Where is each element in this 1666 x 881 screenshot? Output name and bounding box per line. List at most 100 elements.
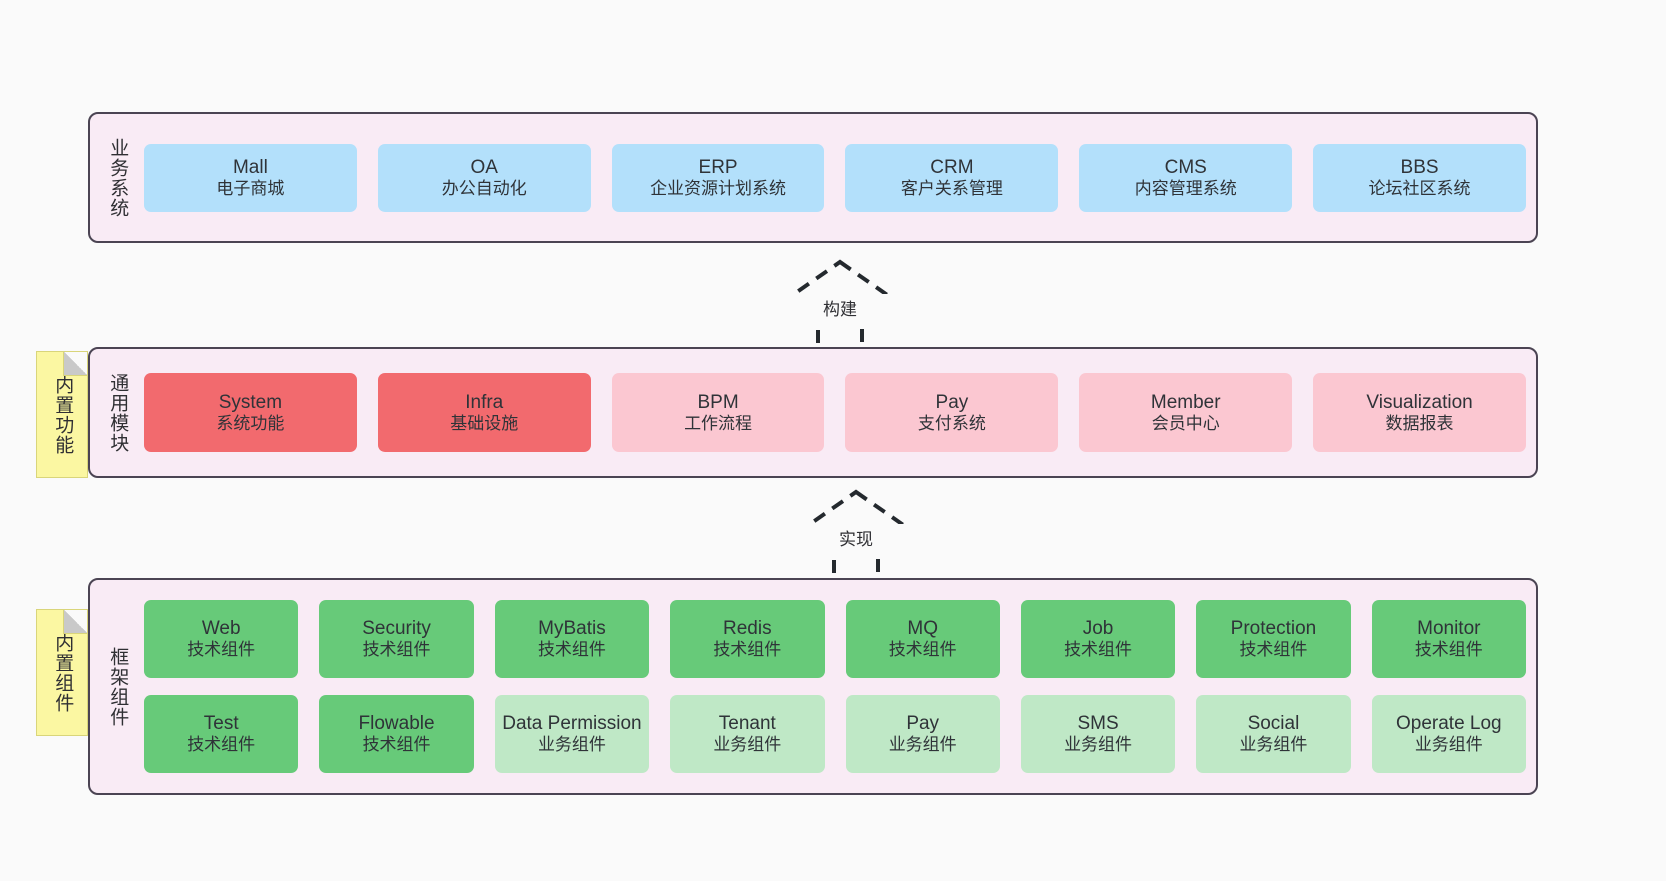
node-test[interactable]: Test 技术组件 bbox=[144, 695, 299, 773]
node-mall[interactable]: Mall 电子商城 bbox=[144, 143, 357, 212]
node-mq[interactable]: MQ 技术组件 bbox=[845, 600, 1000, 678]
node-subtitle: 技术组件 bbox=[187, 640, 256, 660]
node-crm[interactable]: CRM 客户关系管理 bbox=[845, 143, 1059, 212]
node-pay-component[interactable]: Pay 业务组件 bbox=[845, 695, 1000, 773]
node-name: System bbox=[218, 391, 283, 413]
node-subtitle: 会员中心 bbox=[1151, 413, 1220, 433]
note-builtin-function: 内置功能 bbox=[36, 351, 88, 478]
node-infra[interactable]: Infra 基础设施 bbox=[377, 373, 591, 452]
node-visualization[interactable]: Visualization 数据报表 bbox=[1313, 373, 1526, 452]
node-operate-log[interactable]: Operate Log 业务组件 bbox=[1371, 695, 1526, 773]
layer-title-common-modules: 通用模块 bbox=[107, 372, 129, 453]
node-protection[interactable]: Protection 技术组件 bbox=[1196, 600, 1351, 678]
node-row: Web 技术组件 Security 技术组件 MyBatis 技术组件 Redi… bbox=[144, 600, 1526, 678]
node-name: Member bbox=[1150, 391, 1221, 413]
connector-label: 构建 bbox=[760, 294, 920, 321]
node-subtitle: 技术组件 bbox=[362, 735, 431, 755]
node-name: SMS bbox=[1077, 713, 1119, 735]
node-security[interactable]: Security 技术组件 bbox=[319, 600, 474, 678]
node-subtitle: 技术组件 bbox=[1414, 640, 1483, 660]
node-pay-module[interactable]: Pay 支付系统 bbox=[845, 373, 1059, 452]
node-bpm[interactable]: BPM 工作流程 bbox=[611, 373, 825, 452]
node-subtitle: 技术组件 bbox=[713, 640, 782, 660]
node-name: MQ bbox=[907, 618, 938, 640]
node-subtitle: 论坛社区系统 bbox=[1368, 178, 1471, 198]
node-row: Test 技术组件 Flowable 技术组件 Data Permission … bbox=[144, 695, 1526, 773]
node-cms[interactable]: CMS 内容管理系统 bbox=[1079, 143, 1293, 212]
node-row: System 系统功能 Infra 基础设施 BPM 工作流程 Pay 支付系统… bbox=[144, 373, 1526, 452]
connector-build: 构建 bbox=[760, 258, 920, 363]
layer-business-systems: 业务系统 Mall 电子商城 OA 办公自动化 ERP 企业资源计划系统 CRM… bbox=[88, 112, 1538, 243]
node-monitor[interactable]: Monitor 技术组件 bbox=[1371, 600, 1526, 678]
node-subtitle: 业务组件 bbox=[713, 735, 782, 755]
node-job[interactable]: Job 技术组件 bbox=[1020, 600, 1176, 678]
node-name: MyBatis bbox=[538, 618, 606, 640]
node-subtitle: 业务组件 bbox=[1414, 735, 1483, 755]
node-name: Mall bbox=[232, 156, 268, 178]
note-label: 内置组件 bbox=[52, 632, 74, 713]
node-name: Tenant bbox=[718, 713, 776, 735]
note-builtin-component: 内置组件 bbox=[36, 609, 88, 736]
node-subtitle: 技术组件 bbox=[537, 640, 606, 660]
node-name: CMS bbox=[1164, 156, 1207, 178]
node-subtitle: 内容管理系统 bbox=[1134, 178, 1237, 198]
node-subtitle: 技术组件 bbox=[187, 735, 256, 755]
node-subtitle: 技术组件 bbox=[362, 640, 431, 660]
node-mybatis[interactable]: MyBatis 技术组件 bbox=[494, 600, 650, 678]
node-name: Monitor bbox=[1417, 618, 1481, 640]
connector-implement: 实现 bbox=[776, 488, 936, 593]
node-name: Infra bbox=[465, 391, 504, 413]
node-bbs[interactable]: BBS 论坛社区系统 bbox=[1313, 143, 1526, 212]
node-name: BBS bbox=[1400, 156, 1439, 178]
node-subtitle: 业务组件 bbox=[1239, 735, 1308, 755]
layer-body-framework-components: Web 技术组件 Security 技术组件 MyBatis 技术组件 Redi… bbox=[144, 580, 1536, 793]
node-subtitle: 业务组件 bbox=[1064, 735, 1133, 755]
connector-label: 实现 bbox=[776, 524, 936, 551]
node-subtitle: 技术组件 bbox=[1239, 640, 1308, 660]
node-name: Data Permission bbox=[502, 713, 642, 735]
node-name: Redis bbox=[723, 618, 772, 640]
node-subtitle: 客户关系管理 bbox=[900, 178, 1003, 198]
node-name: Social bbox=[1247, 713, 1300, 735]
node-name: Security bbox=[362, 618, 431, 640]
node-name: Web bbox=[201, 618, 241, 640]
node-erp[interactable]: ERP 企业资源计划系统 bbox=[611, 143, 825, 212]
layer-framework-components: 框架组件 Web 技术组件 Security 技术组件 MyBatis 技术组件… bbox=[88, 578, 1538, 795]
node-name: BPM bbox=[697, 391, 739, 413]
node-subtitle: 业务组件 bbox=[888, 735, 957, 755]
node-name: Pay bbox=[906, 713, 940, 735]
node-name: Flowable bbox=[358, 713, 435, 735]
node-redis[interactable]: Redis 技术组件 bbox=[670, 600, 825, 678]
node-row: Mall 电子商城 OA 办公自动化 ERP 企业资源计划系统 CRM 客户关系… bbox=[144, 143, 1526, 212]
node-subtitle: 业务组件 bbox=[537, 735, 606, 755]
node-sms[interactable]: SMS 业务组件 bbox=[1020, 695, 1176, 773]
layer-common-modules: 通用模块 System 系统功能 Infra 基础设施 BPM 工作流程 Pay… bbox=[88, 347, 1538, 478]
node-data-permission[interactable]: Data Permission 业务组件 bbox=[494, 695, 650, 773]
node-subtitle: 数据报表 bbox=[1385, 413, 1454, 433]
layer-title-business-systems: 业务系统 bbox=[107, 137, 129, 218]
node-subtitle: 支付系统 bbox=[917, 413, 986, 433]
node-subtitle: 技术组件 bbox=[888, 640, 957, 660]
note-label: 内置功能 bbox=[52, 374, 74, 455]
node-web[interactable]: Web 技术组件 bbox=[144, 600, 299, 678]
layer-body-business-systems: Mall 电子商城 OA 办公自动化 ERP 企业资源计划系统 CRM 客户关系… bbox=[144, 114, 1536, 241]
node-tenant[interactable]: Tenant 业务组件 bbox=[670, 695, 825, 773]
node-subtitle: 电子商城 bbox=[216, 178, 285, 198]
node-subtitle: 企业资源计划系统 bbox=[650, 178, 787, 198]
node-member[interactable]: Member 会员中心 bbox=[1079, 373, 1293, 452]
node-oa[interactable]: OA 办公自动化 bbox=[377, 143, 591, 212]
layer-body-common-modules: System 系统功能 Infra 基础设施 BPM 工作流程 Pay 支付系统… bbox=[144, 349, 1536, 476]
node-system[interactable]: System 系统功能 bbox=[144, 373, 357, 452]
node-subtitle: 系统功能 bbox=[216, 413, 285, 433]
node-flowable[interactable]: Flowable 技术组件 bbox=[319, 695, 474, 773]
node-subtitle: 工作流程 bbox=[684, 413, 753, 433]
node-name: Protection bbox=[1230, 618, 1317, 640]
node-name: ERP bbox=[698, 156, 738, 178]
node-name: Job bbox=[1082, 618, 1114, 640]
node-subtitle: 技术组件 bbox=[1064, 640, 1133, 660]
node-name: Pay bbox=[935, 391, 969, 413]
node-name: Test bbox=[203, 713, 239, 735]
node-social[interactable]: Social 业务组件 bbox=[1196, 695, 1351, 773]
node-name: OA bbox=[470, 156, 498, 178]
